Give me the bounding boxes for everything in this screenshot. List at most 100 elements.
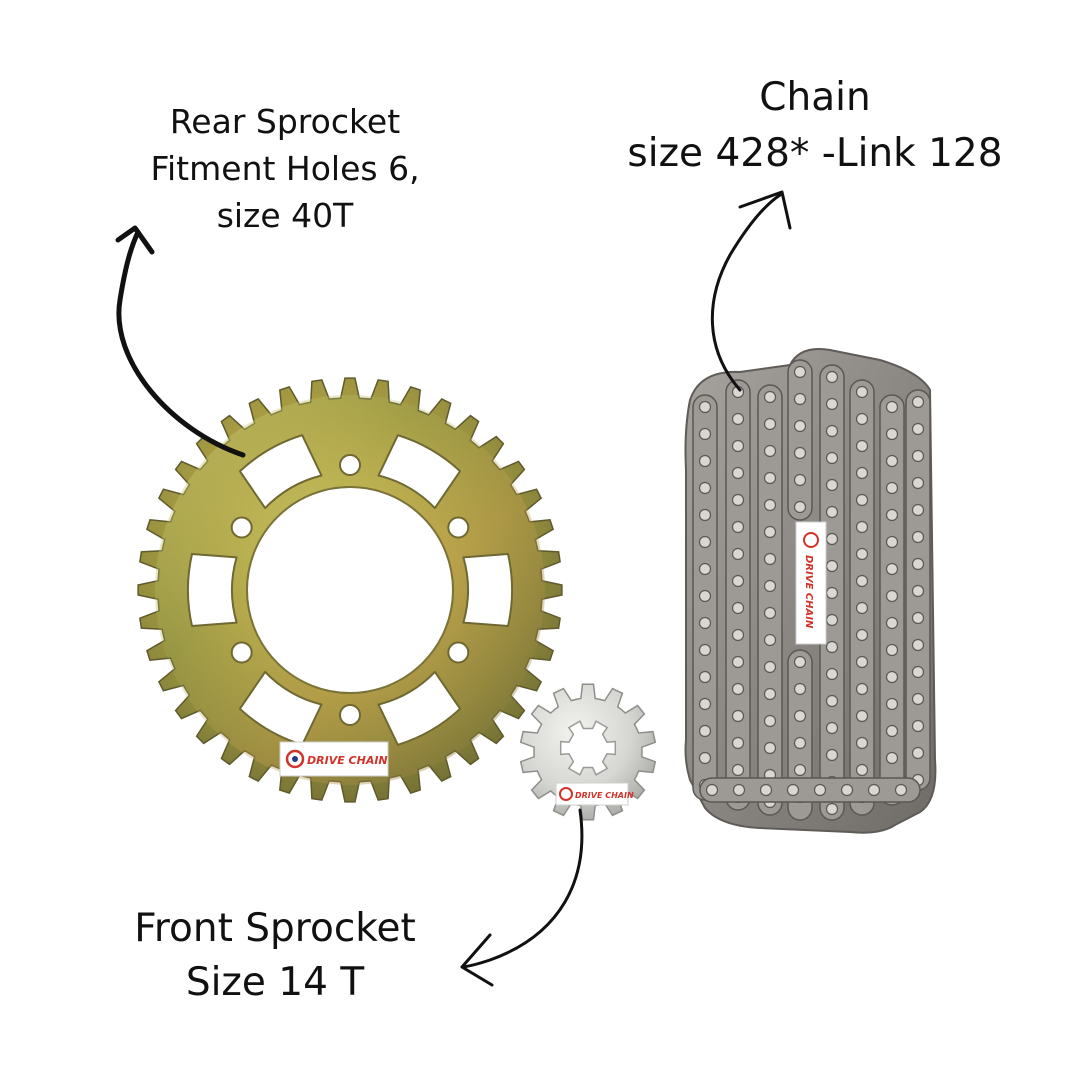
chain-roller	[825, 694, 839, 708]
sprocket-cutout	[238, 434, 323, 510]
brand-logo-icon	[285, 749, 305, 769]
front-sprocket: DRIVE CHAIN	[519, 683, 657, 821]
chain-roller	[911, 395, 925, 409]
rear-sprocket-fitment-holes	[230, 454, 470, 726]
chain-roller	[885, 481, 899, 495]
chain-roller	[698, 589, 712, 603]
chain-strands	[692, 359, 931, 821]
fitment-hole	[447, 516, 470, 539]
chain-roller	[825, 721, 839, 735]
front-sprocket-brand-sticker: DRIVE CHAIN	[555, 782, 634, 806]
chain-roller	[731, 412, 745, 426]
chain-roller	[911, 746, 925, 760]
chain-roller	[763, 633, 777, 647]
chain-strand	[849, 379, 875, 816]
chain-roller	[793, 392, 807, 406]
chain-roller	[731, 574, 745, 588]
chain-roller	[825, 424, 839, 438]
chain-label-line1: Chain	[759, 75, 871, 120]
fitment-hole	[447, 641, 470, 664]
chain-roller	[698, 400, 712, 414]
chain-roller	[793, 500, 807, 514]
sprocket-cutout	[187, 553, 238, 627]
chain-roller	[911, 584, 925, 598]
chain-roller	[825, 397, 839, 411]
chain-roller	[855, 520, 869, 534]
chain-roller	[731, 655, 745, 669]
sprocket-cutout	[377, 670, 462, 746]
brand-logo-icon	[559, 787, 573, 801]
chain-roller	[825, 559, 839, 573]
chain-roller	[855, 628, 869, 642]
chain-roller	[885, 562, 899, 576]
chain-roller	[911, 476, 925, 490]
rear-sprocket-arrow	[115, 225, 246, 458]
chain-arrow	[710, 190, 792, 392]
fitment-hole	[230, 516, 253, 539]
chain-roller	[763, 498, 777, 512]
chain-roller	[698, 562, 712, 576]
chain-roller	[825, 613, 839, 627]
chain-roller	[911, 422, 925, 436]
rear-sprocket-brand-sticker: DRIVE CHAIN	[279, 741, 389, 777]
chain-roller	[911, 692, 925, 706]
chain-roller	[911, 719, 925, 733]
rear-sprocket-label-line1: Rear Sprocket	[169, 102, 401, 141]
chain-roller	[731, 466, 745, 480]
chain-roller	[763, 471, 777, 485]
sprocket-cutout	[462, 553, 513, 627]
chain-roller	[698, 751, 712, 765]
fitment-hole	[339, 454, 361, 476]
chain-brand-sticker: DRIVE CHAIN	[795, 521, 827, 645]
chain-roller	[855, 412, 869, 426]
chain-roller	[731, 628, 745, 642]
chain-roller	[825, 451, 839, 465]
chain-roller	[731, 520, 745, 534]
sprocket-cutout	[238, 670, 323, 746]
chain-roller	[885, 454, 899, 468]
chain-roller	[763, 687, 777, 701]
chain-roller	[698, 508, 712, 522]
chain-roller	[855, 574, 869, 588]
chain-roller	[793, 473, 807, 487]
chain-roller	[855, 736, 869, 750]
chain-roller	[731, 763, 745, 777]
chain-roller	[705, 783, 719, 797]
chain-roller	[763, 606, 777, 620]
chain-roller	[698, 670, 712, 684]
chain-strand	[699, 777, 921, 803]
chain-roller	[855, 439, 869, 453]
chain-roller	[855, 385, 869, 399]
chain-roller	[763, 444, 777, 458]
fitment-hole	[339, 704, 361, 726]
front-brand-text: DRIVE CHAIN	[575, 791, 634, 800]
chain-roller	[825, 586, 839, 600]
chain-roller	[698, 643, 712, 657]
chain-roller	[825, 640, 839, 654]
chain-roller	[763, 552, 777, 566]
chain-roller	[793, 655, 807, 669]
chain-roller	[763, 417, 777, 431]
brand-logo-icon	[803, 532, 819, 548]
rear-sprocket-cutouts	[187, 434, 513, 746]
chain-roller	[698, 616, 712, 630]
chain-strand	[787, 359, 813, 521]
chain-roller	[885, 697, 899, 711]
chain-roller	[793, 736, 807, 750]
chain-roller	[793, 682, 807, 696]
rear-sprocket-label-line3: size 40T	[216, 196, 354, 235]
chain-roller	[698, 724, 712, 738]
chain-roller	[731, 547, 745, 561]
sprocket-cutout	[377, 434, 462, 510]
chain-roller	[911, 503, 925, 517]
chain-roller	[698, 697, 712, 711]
chain-roller	[763, 390, 777, 404]
chain-roller	[825, 667, 839, 681]
chain-roller	[731, 439, 745, 453]
chain-roller	[885, 400, 899, 414]
front-sprocket-label-line2: Size 14 T	[185, 960, 365, 1005]
front-sprocket-arrow	[460, 808, 584, 987]
chain-roller	[855, 466, 869, 480]
chain-label-line2: size 428* -Link 128	[627, 131, 1003, 176]
